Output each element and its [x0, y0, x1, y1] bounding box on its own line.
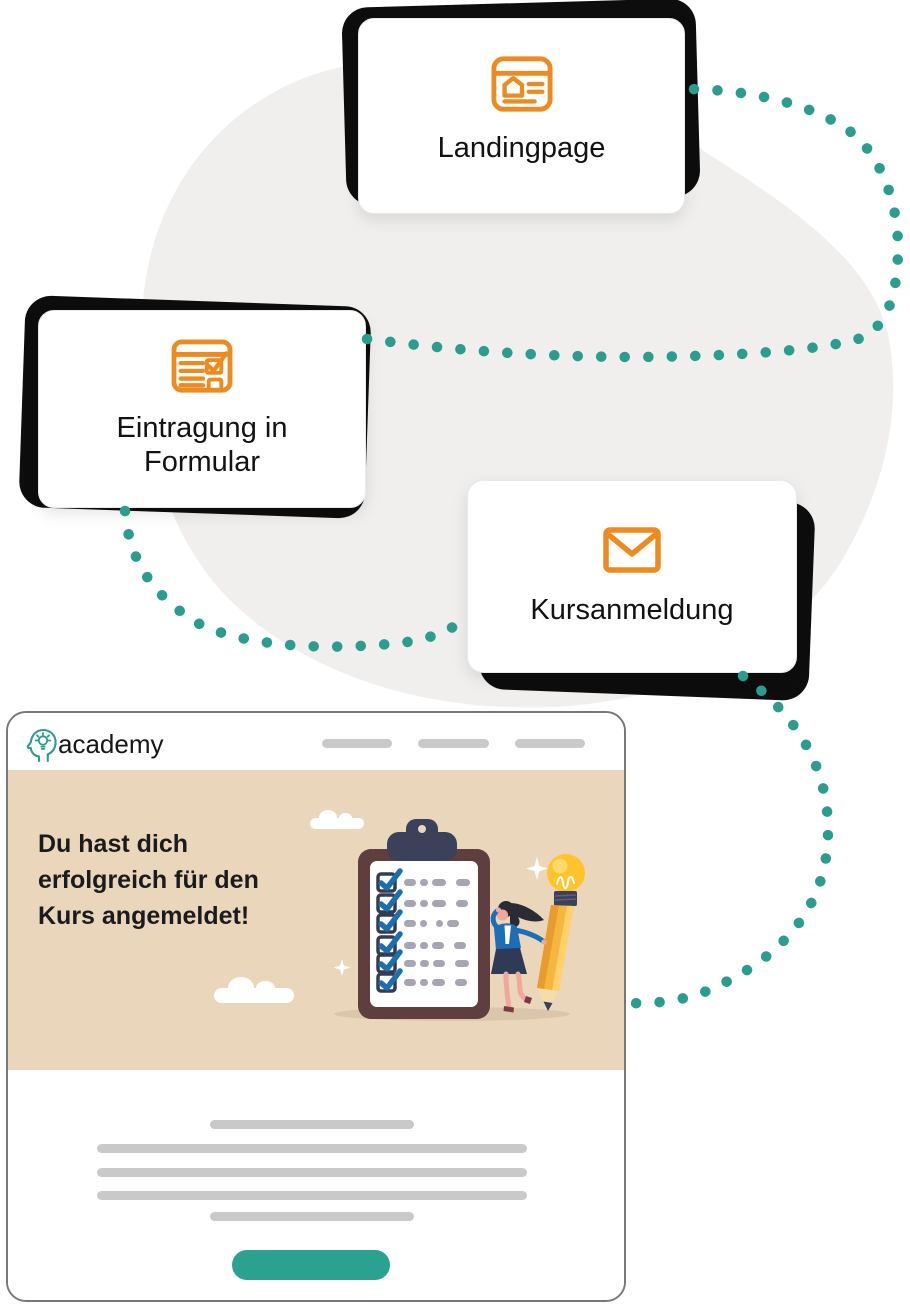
logo-text: academy: [58, 728, 164, 759]
text-placeholder-line: [210, 1212, 414, 1221]
flow-card: Eintragung in Formular: [38, 310, 366, 508]
flow-card: Landingpage: [358, 18, 685, 214]
cta-button[interactable]: [232, 1250, 390, 1280]
hero-headline: Du hast dich erfolgreich für den Kurs an…: [38, 826, 259, 934]
cloud-shape: [310, 810, 364, 829]
nav-placeholder-pill: [322, 739, 392, 748]
card-label: Landingpage: [437, 132, 606, 164]
pencil-lightbulb-graphic: [537, 854, 585, 1011]
form-checkbox-icon: [171, 339, 233, 393]
sparkle-icon: [526, 857, 548, 880]
text-placeholder-line: [210, 1120, 414, 1129]
browser-mockup-window: academy Du hast dich erfolgreich für den…: [6, 711, 626, 1302]
woman-graphic: [490, 901, 547, 1013]
nav-placeholder-pill: [418, 739, 489, 748]
browser-header: academy: [8, 713, 624, 770]
sparkle-icon: [333, 959, 351, 976]
card-label: Kursanmeldung: [530, 594, 734, 626]
flow-card: Kursanmeldung: [467, 480, 797, 673]
checklist-illustration: [333, 819, 585, 1021]
hero-headline-line: Du hast dich: [38, 830, 189, 858]
nav-placeholder-pill: [515, 739, 585, 748]
hero-headline-line: erfolgreich für den: [38, 866, 259, 894]
card-label: Eintragung in Formular: [116, 412, 288, 478]
envelope-icon: [603, 527, 661, 573]
logo: academy: [24, 725, 164, 763]
browser-content: [8, 1070, 624, 1300]
text-placeholder-line: [97, 1191, 527, 1200]
hero-section: Du hast dich erfolgreich für den Kurs an…: [8, 770, 624, 1070]
cloud-shape: [214, 977, 294, 1003]
text-placeholder-line: [97, 1168, 527, 1177]
browser-window-icon: [490, 56, 553, 112]
text-placeholder-line: [97, 1144, 527, 1153]
checklist-rows: [376, 868, 470, 993]
hero-headline-line: Kurs angemeldet!: [38, 902, 250, 930]
head-lightbulb-icon: [26, 728, 57, 763]
